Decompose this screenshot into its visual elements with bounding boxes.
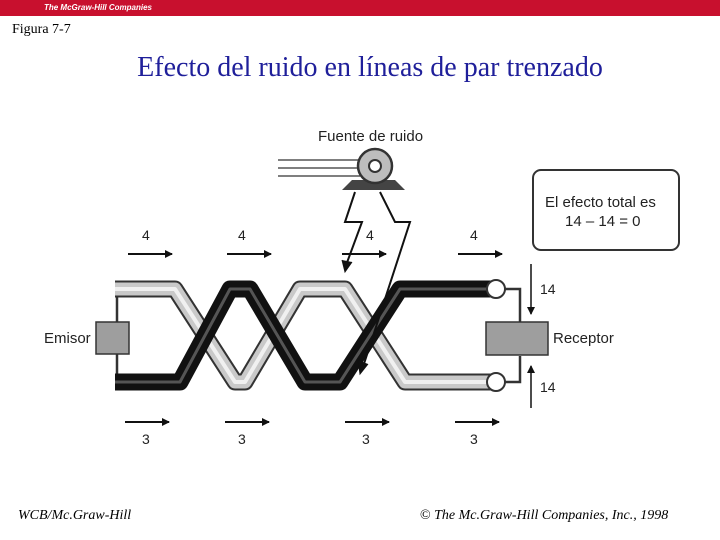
bottom-arrow-label-3: 3 bbox=[362, 431, 370, 447]
effect-text-line1: El efecto total es bbox=[545, 194, 656, 211]
figure-label: Figura 7-7 bbox=[12, 22, 71, 37]
header-bar: The McGraw-Hill Companies bbox=[0, 0, 720, 16]
copyright-icon: © bbox=[420, 508, 431, 523]
sender-label: Emisor bbox=[44, 330, 91, 347]
receiver-bottom-value: 14 bbox=[540, 379, 556, 395]
receiver-top-value: 14 bbox=[540, 281, 556, 297]
noise-source-icon bbox=[278, 147, 405, 190]
receiver-label: Receptor bbox=[553, 330, 614, 347]
noise-source-label: Fuente de ruido bbox=[318, 128, 423, 145]
footer-publisher: WCB/Mc.Graw-Hill bbox=[18, 508, 132, 523]
receiver-box bbox=[485, 321, 549, 356]
bottom-arrow-label-2: 3 bbox=[238, 431, 246, 447]
sender-box bbox=[95, 321, 130, 355]
effect-text-line2: 14 – 14 = 0 bbox=[565, 213, 640, 230]
bottom-arrow-label-4: 3 bbox=[470, 431, 478, 447]
effect-box bbox=[532, 169, 680, 251]
slide-title: Efecto del ruido en líneas de par trenza… bbox=[137, 52, 603, 83]
top-arrow-label-2: 4 bbox=[238, 227, 246, 243]
footer-copyright: © The Mc.Graw-Hill Companies, Inc., 1998 bbox=[420, 508, 668, 524]
publisher-logo: The McGraw-Hill Companies bbox=[43, 3, 152, 12]
black-wire bbox=[115, 280, 495, 391]
noise-bolt-icons bbox=[341, 191, 412, 376]
bottom-arrow-label-1: 3 bbox=[142, 431, 150, 447]
receiver-leads bbox=[505, 287, 522, 384]
wire-end-icons bbox=[486, 279, 506, 392]
top-arrow-label-1: 4 bbox=[142, 227, 150, 243]
top-arrow-label-4: 4 bbox=[470, 227, 478, 243]
copyright-text: The Mc.Graw-Hill Companies, Inc., 1998 bbox=[434, 508, 669, 523]
top-arrow-label-3: 4 bbox=[366, 227, 374, 243]
